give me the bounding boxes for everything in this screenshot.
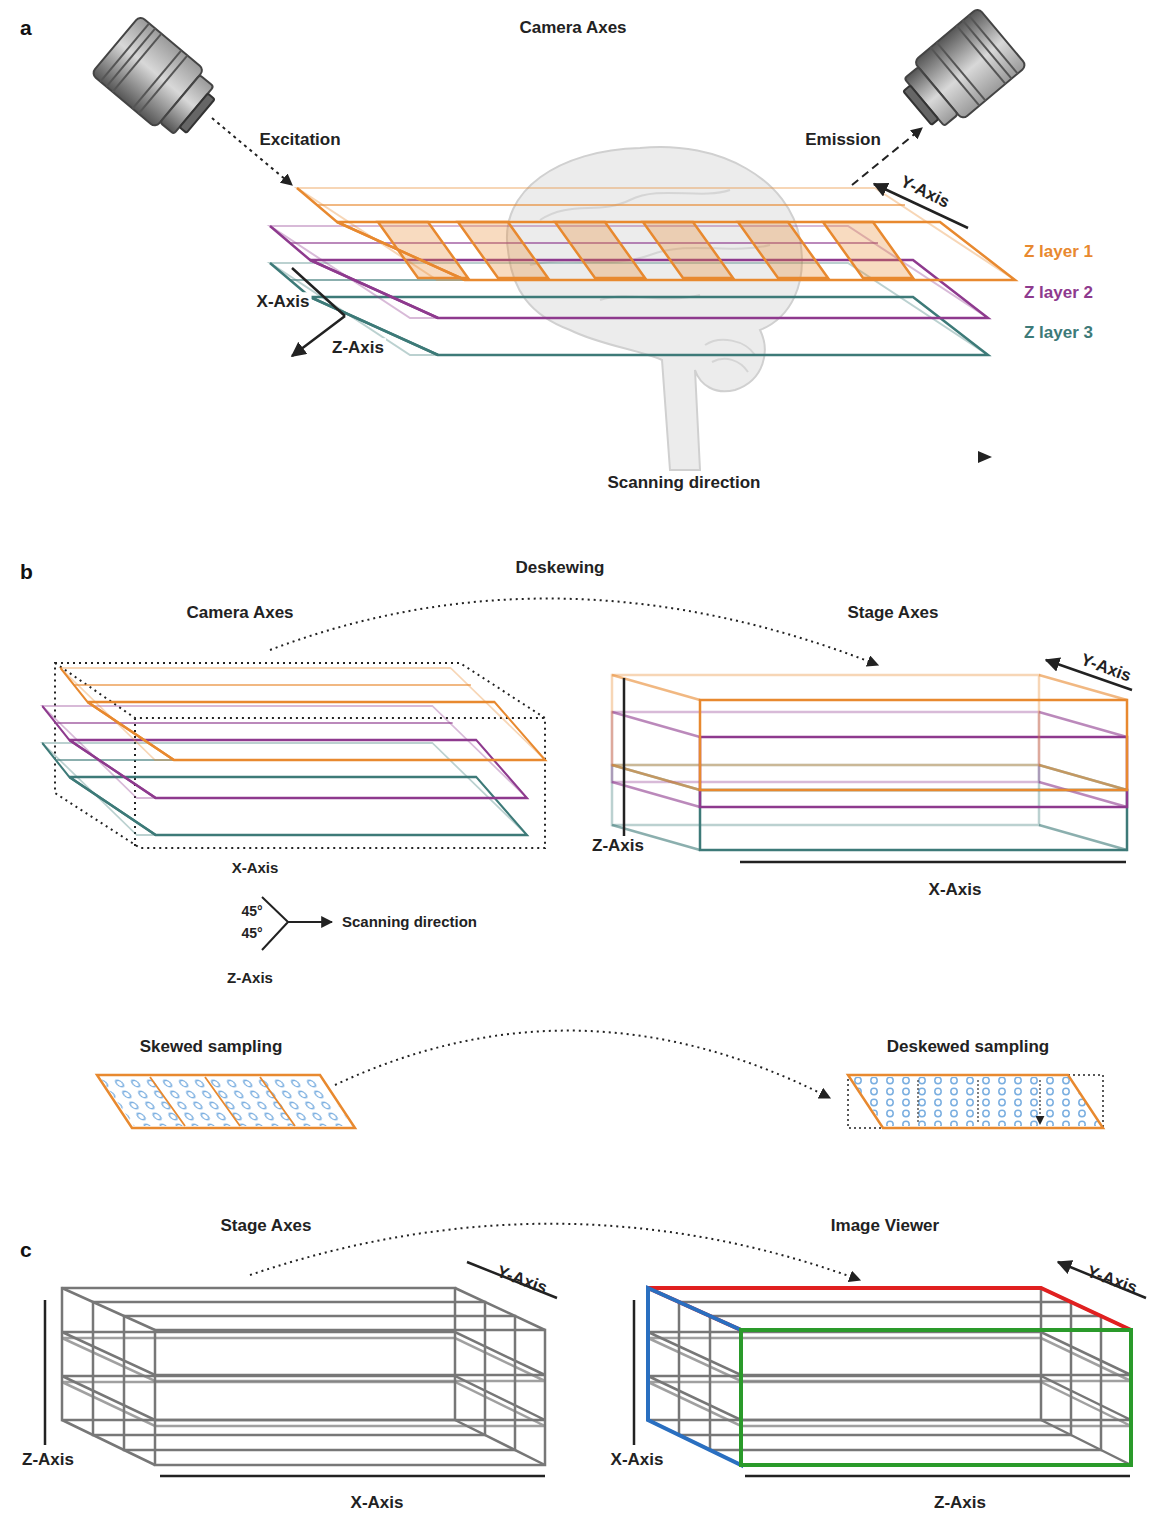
panel-letter: a [18,16,34,40]
axis-label: Z-Axis [590,836,646,856]
axis-label: X-Axis [255,292,312,312]
direction-label: Scanning direction [340,913,479,930]
panel-title: Image Viewer [829,1216,941,1236]
light-sheet-slices [378,222,913,278]
axis-label: Y-Axis [1082,1261,1141,1299]
direction-label: Scanning direction [605,473,762,493]
axis-label: Z-Axis [225,969,275,986]
sampling-label: Skewed sampling [138,1037,285,1057]
panel-title: Camera Axes [184,603,295,623]
brain-outline [507,147,802,470]
panel-title: Stage Axes [218,1216,313,1236]
axis-label: X-Axis [609,1450,666,1470]
layer-label: Z layer 1 [1022,242,1095,262]
angle-label: 45° [239,903,264,919]
beam-label: Emission [803,130,883,150]
axis-label: X-Axis [927,880,984,900]
axis-label: X-Axis [230,859,281,876]
axis-label: Y-Axis [492,1261,551,1299]
axis-label: X-Axis [349,1493,406,1513]
panel-letter: b [18,560,35,584]
step-label: Deskewing [514,558,607,578]
axis-label: Z-Axis [330,338,386,358]
panel-letter: c [18,1238,34,1262]
panel-title: Stage Axes [845,603,940,623]
angle-label: 45° [239,925,264,941]
layer-label: Z layer 3 [1022,323,1095,343]
axis-label: Z-Axis [932,1493,988,1513]
layer-label: Z layer 2 [1022,283,1095,303]
beam-label: Excitation [257,130,342,150]
axis-label: Z-Axis [20,1450,76,1470]
sampling-label: Deskewed sampling [885,1037,1052,1057]
panel-title: Camera Axes [517,18,628,38]
